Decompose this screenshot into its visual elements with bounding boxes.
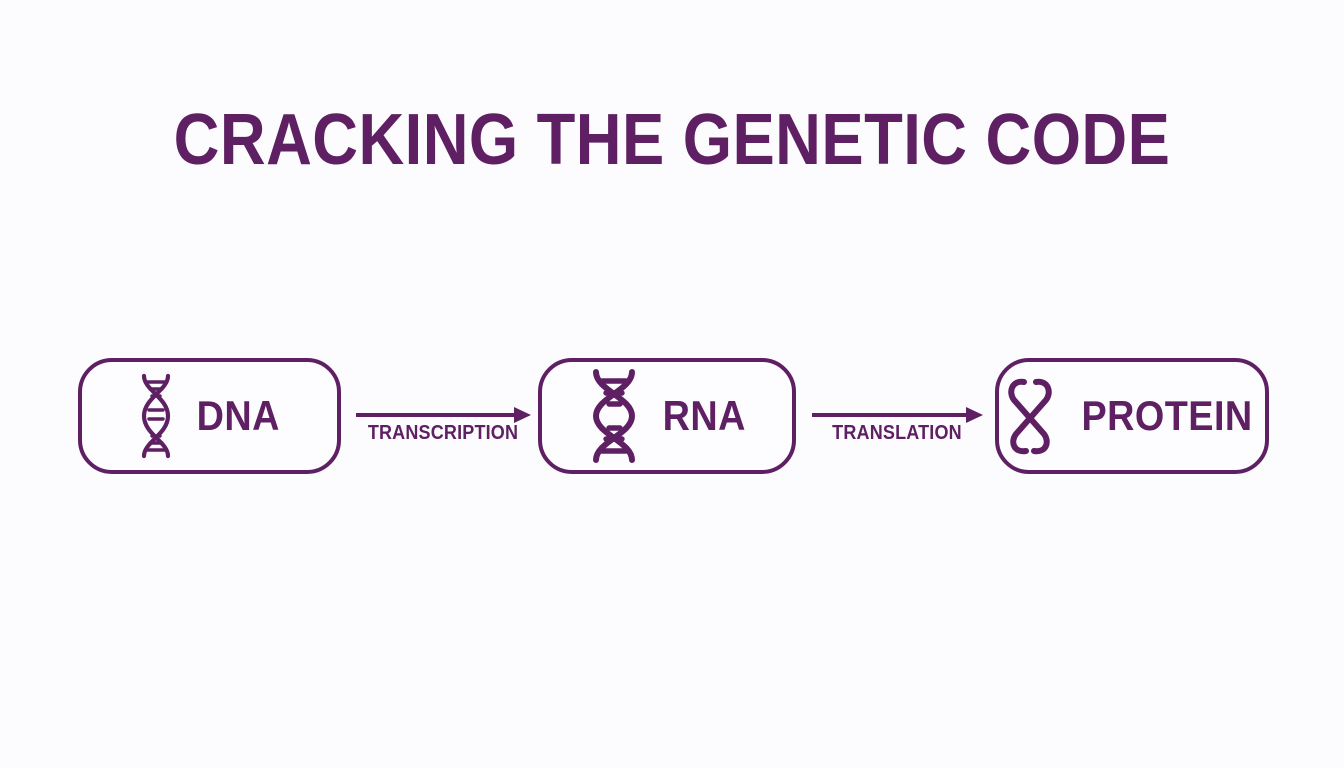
flow-node-label-dna: DNA: [196, 392, 281, 439]
flow-node-rna[interactable]: RNA: [538, 358, 796, 474]
flow-node-dna[interactable]: DNA: [78, 358, 341, 474]
arrow-right-icon: [812, 407, 983, 423]
flow-edge-label-translation: TRANSLATION: [832, 422, 962, 444]
flow-edge-translation: TRANSLATION: [808, 358, 986, 474]
central-dogma-flow: DNA TRANSCRIPTION: [0, 358, 1344, 478]
arrow-right-icon: [356, 407, 531, 423]
page-title: CRACKING THE GENETIC CODE: [173, 100, 1171, 180]
flow-edge-label-transcription: TRANSCRIPTION: [367, 422, 519, 444]
flow-edge-transcription: TRANSCRIPTION: [352, 358, 534, 474]
dna-helix-icon: [134, 373, 178, 459]
rna-helix-icon: [584, 368, 644, 464]
flow-node-label-rna: RNA: [662, 392, 746, 439]
protein-strand-icon: [1002, 376, 1058, 456]
flow-node-protein[interactable]: PROTEIN: [995, 358, 1269, 474]
flow-node-label-protein: PROTEIN: [1081, 392, 1253, 439]
